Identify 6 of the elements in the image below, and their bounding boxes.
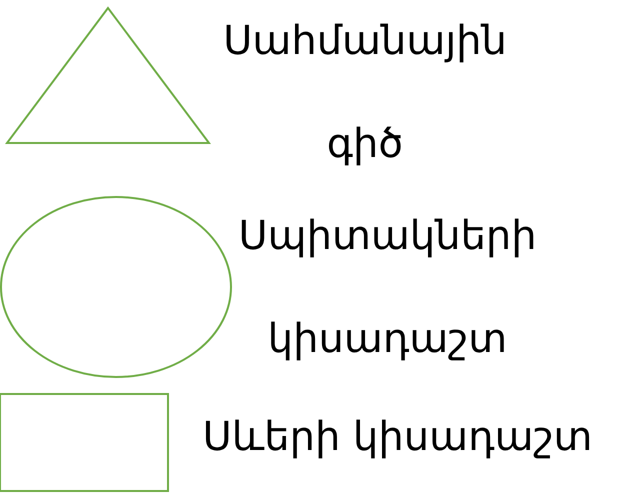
triangle-shape bbox=[6, 7, 210, 144]
box-shape bbox=[0, 393, 169, 492]
shape-caption: Սպիտակների կիսադաշտ bbox=[237, 212, 538, 364]
shape-caption: Սահմանային գիծ bbox=[222, 17, 508, 169]
ellipse-shape bbox=[0, 196, 232, 378]
shape-caption: Սևերի կիսադաշտ bbox=[202, 413, 594, 462]
